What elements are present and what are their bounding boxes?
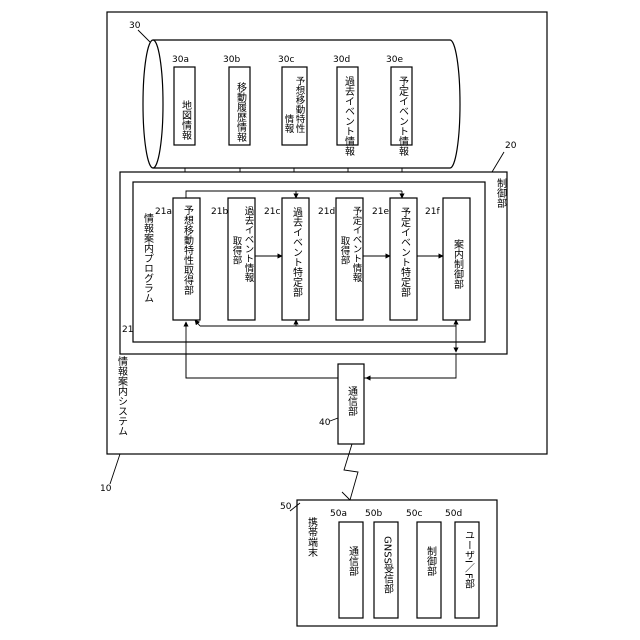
- db-item-map-ref: 30a: [172, 55, 189, 65]
- db-item-planned-event-ref: 30e: [386, 55, 403, 65]
- terminal-item-comm-label: 通信部: [347, 546, 359, 577]
- terminal-item-ui-label: ユーザI／F部: [463, 530, 475, 590]
- module-21b-line2: 取得部: [231, 236, 243, 265]
- comm-label: 通信部: [346, 386, 358, 417]
- database-ref: 30: [129, 21, 141, 31]
- terminal-item-gnss-label: GNSS受信部: [382, 536, 394, 595]
- module-21d-line1: 予定イベント情報: [351, 206, 363, 283]
- db-item-trait-ref: 30c: [278, 55, 294, 65]
- db-item-past-event-ref: 30d: [333, 55, 350, 65]
- module-21b-line1: 過去イベント情報: [243, 205, 255, 283]
- module-21b-ref: 21b: [211, 207, 228, 217]
- terminal-item-control-label: 制御部: [425, 545, 437, 577]
- module-21a-label: 予想移動特性取得部: [182, 205, 194, 296]
- program-label: 情報案内プログラム: [142, 212, 154, 303]
- terminal-item-comm-ref: 50a: [330, 509, 347, 519]
- module-21a-ref: 21a: [155, 207, 172, 217]
- system-label: 情報案内システム: [116, 355, 128, 436]
- system-ref: 10: [100, 484, 112, 494]
- terminal-item-gnss-ref: 50b: [365, 509, 382, 519]
- db-item-trait-line1: 予想移動特性: [294, 76, 306, 134]
- module-21e-label: 予定イベント特定部: [399, 207, 411, 298]
- control-ref: 20: [505, 141, 517, 151]
- db-item-planned-event-label: 予定イベント情報: [397, 76, 409, 157]
- db-item-history-label: 移動履歴情報: [235, 81, 247, 143]
- comm-ref: 40: [319, 418, 331, 428]
- db-item-past-event-label: 過去イベント情報: [343, 76, 355, 157]
- module-21d-ref: 21d: [318, 207, 335, 217]
- terminal-item-control-ref: 50c: [406, 509, 422, 519]
- terminal-label: 携帯端末: [306, 516, 318, 558]
- module-21c-ref: 21c: [264, 207, 280, 217]
- control-label: 制御部: [495, 177, 507, 209]
- module-21d-line2: 取得部: [339, 236, 351, 265]
- module-21f-label: 案内制御部: [452, 238, 464, 290]
- db-item-trait-line2: 情報: [283, 113, 295, 134]
- db-item-history-ref: 30b: [223, 55, 240, 65]
- module-21f-ref: 21f: [425, 207, 440, 217]
- program-ref: 21: [122, 325, 133, 335]
- module-21c-label: 過去イベント特定部: [291, 207, 303, 298]
- terminal-item-ui-ref: 50d: [445, 509, 462, 519]
- db-item-map-label: 地図情報: [180, 99, 192, 141]
- system-leader: [110, 454, 120, 484]
- module-21e-ref: 21e: [372, 207, 389, 217]
